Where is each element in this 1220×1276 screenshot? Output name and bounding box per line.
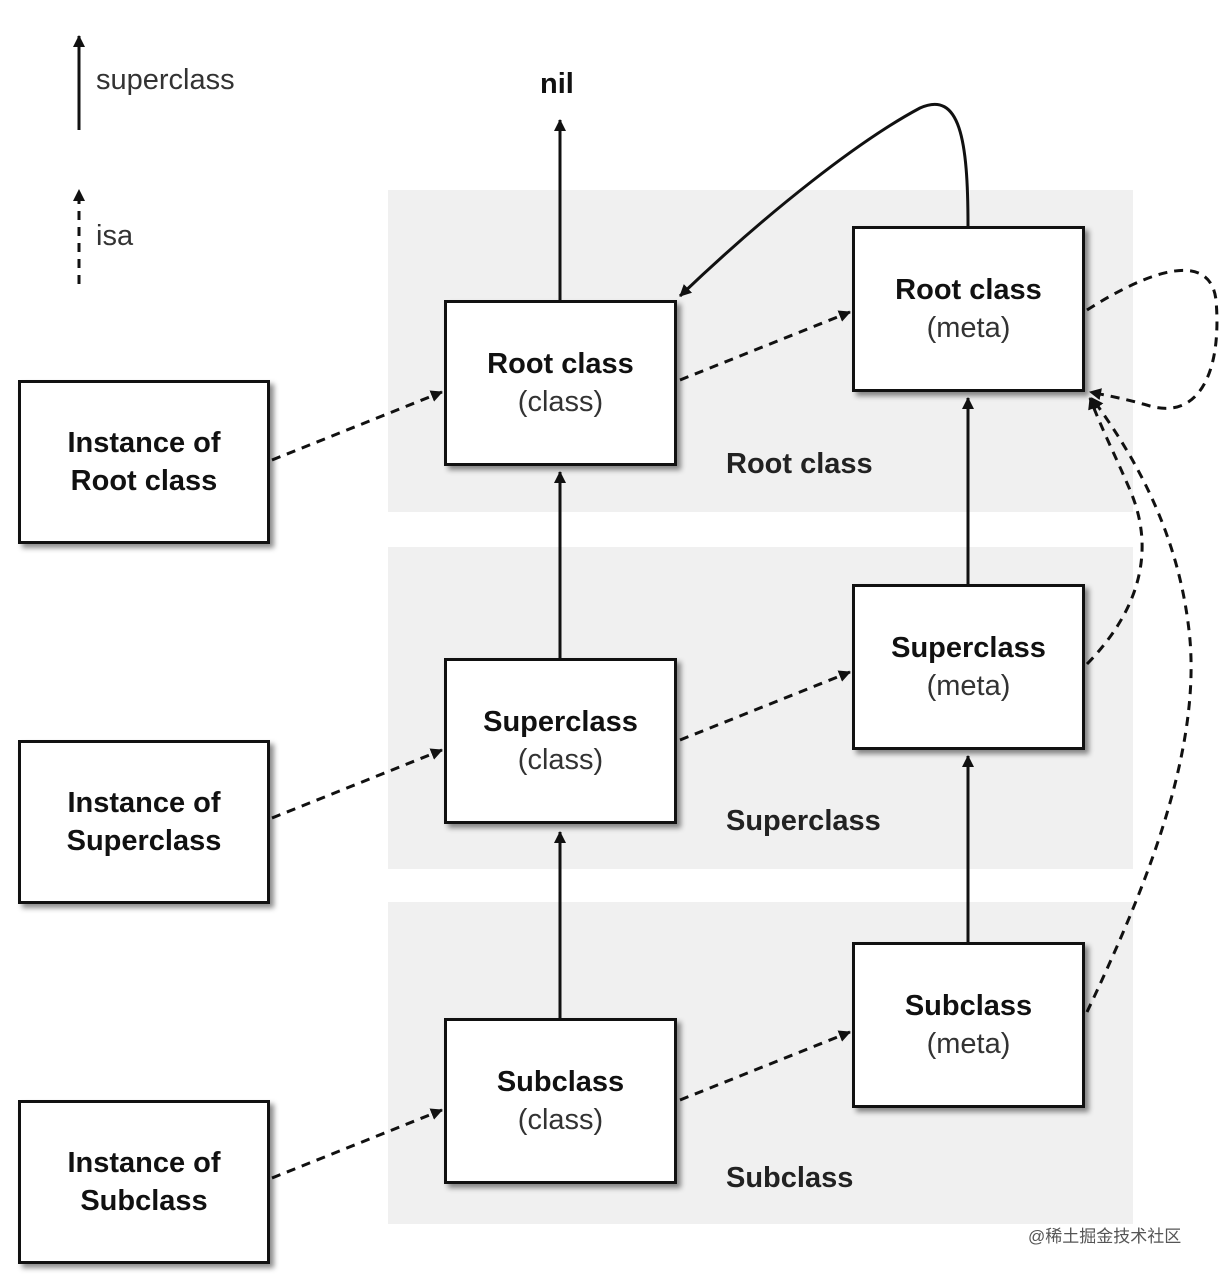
super-meta-name: Superclass: [891, 632, 1046, 664]
box-instance-root: Instance of Root class: [18, 380, 270, 544]
box-instance-sub: Instance of Subclass: [18, 1100, 270, 1264]
legend-isa-label: isa: [96, 220, 134, 252]
box-subclass: Subclass (class): [444, 1018, 677, 1184]
isa-instance-super-to-superclass: [271, 748, 443, 820]
isa-root-class-to-root-meta: [679, 310, 851, 382]
box-root-meta: Root class (meta): [852, 226, 1085, 392]
superclass-kind: (class): [517, 744, 604, 776]
instance-root-line1: Instance of: [67, 427, 221, 459]
box-superclass: Superclass (class): [444, 658, 677, 824]
box-sub-meta: Subclass (meta): [852, 942, 1085, 1108]
nil-label: nil: [540, 68, 574, 100]
box-instance-super: Instance of Superclass: [18, 740, 270, 904]
super-meta-kind: (meta): [926, 670, 1011, 702]
root-class-kind: (class): [517, 386, 604, 418]
instance-super-line2: Superclass: [66, 825, 222, 857]
root-class-name: Root class: [487, 348, 634, 380]
instance-sub-line2: Subclass: [80, 1185, 208, 1217]
root-meta-name: Root class: [895, 274, 1042, 306]
band-label-subclass: Subclass: [726, 1162, 854, 1194]
box-super-meta: Superclass (meta): [852, 584, 1085, 750]
subclass-kind: (class): [517, 1104, 604, 1136]
isa-instance-sub-to-subclass: [271, 1108, 443, 1180]
isa-sub-meta-to-root-meta: [1085, 397, 1193, 1013]
isa-superclass-to-super-meta: [679, 670, 851, 742]
legend-superclass-label: superclass: [96, 64, 235, 96]
arrow-root-meta-to-root-class: [678, 102, 970, 298]
watermark-text: @稀土掘金技术社区: [1028, 1227, 1182, 1246]
box-root-class: Root class (class): [444, 300, 677, 466]
instance-sub-line1: Instance of: [67, 1147, 221, 1179]
isa-super-meta-to-root-meta: [1085, 397, 1144, 666]
isa-subclass-to-sub-meta: [679, 1030, 851, 1102]
subclass-name: Subclass: [496, 1066, 625, 1098]
sub-meta-name: Subclass: [904, 990, 1033, 1022]
root-meta-kind: (meta): [926, 312, 1011, 344]
band-label-root-class: Root class: [726, 448, 873, 480]
superclass-name: Superclass: [483, 706, 638, 738]
sub-meta-kind: (meta): [926, 1028, 1011, 1060]
isa-instance-root-to-root-class: [271, 390, 443, 462]
isa-root-meta-self-loop: [1086, 268, 1219, 410]
band-label-superclass: Superclass: [726, 805, 881, 837]
instance-super-line1: Instance of: [67, 787, 221, 819]
instance-root-line2: Root class: [70, 465, 218, 497]
